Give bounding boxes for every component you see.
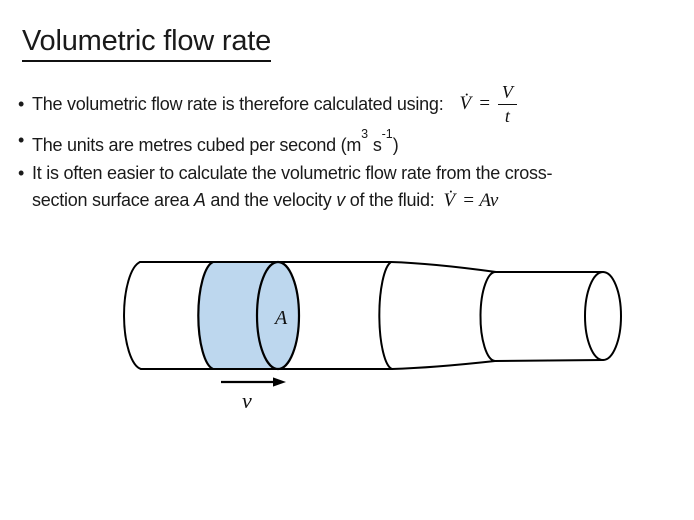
fraction-numerator: V [497,82,517,105]
formula-rhs: = Av [462,189,499,211]
fraction-denominator: t [504,105,510,126]
line2-mid: and the velocity [205,189,337,210]
superscript-cubed: 3 [361,127,369,141]
bullet-1-text: The volumetric flow rate is therefore ca… [32,93,444,114]
bullet-3-line-1: It is often easier to calculate the volu… [32,163,553,183]
v-dot-symbol: V̇ [459,93,472,114]
superscript-inverse: -1 [381,127,393,141]
equals-sign: = [478,93,491,114]
formula-vdot-equals-v-over-t: V̇ = V t [459,82,517,126]
bullet-icon: • [18,163,25,183]
bullet-item-area-velocity: • It is often easier to calculate the vo… [18,160,694,214]
pipe-outline [123,261,622,370]
fraction-v-over-t: V t [497,82,517,126]
flow-section-left-edge [197,260,214,371]
bullet-icon: • [18,93,25,114]
velocity-label: v [242,388,252,413]
variable-velocity: v [336,189,345,210]
bullet-3-text: It is often easier to calculate the volu… [32,160,694,214]
v-dot-symbol: V̇ [443,189,456,211]
flow-section-body [198,262,278,369]
bullet-3-line-2: section surface area A and the velocity … [32,189,498,211]
arrowhead-icon [273,377,286,387]
area-label: A [273,307,288,329]
units-seconds: s [368,135,382,155]
velocity-arrow [221,377,286,387]
bullet-icon: • [18,130,25,150]
variable-area: A [193,189,206,210]
bullet-item-units: • The units are metres cubed per second … [18,127,399,157]
units-text: The units are metres cubed per second (m [32,135,362,155]
line2-post: of the fluid: [344,189,435,210]
bullet-2-text: The units are metres cubed per second (m… [32,127,399,157]
line2-pre: section surface area [32,189,194,210]
units-close-paren: ) [392,135,399,155]
page-title: Volumetric flow rate [22,25,271,63]
bullet-item-flow-rate-formula: • The volumetric flow rate is therefore … [18,79,686,129]
formula-vdot-equals-av: V̇ = Av [444,188,499,215]
